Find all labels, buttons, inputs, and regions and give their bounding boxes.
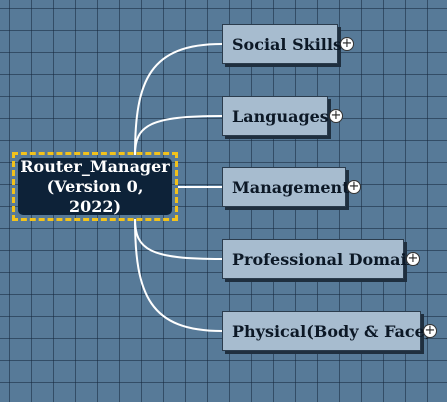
connector-physical	[134, 218, 223, 332]
connector-languages	[134, 115, 223, 156]
root-node-selection-frame[interactable]: Router_Manager (Version 0, 2022)	[12, 152, 178, 221]
topic-management[interactable]: Management	[222, 167, 350, 207]
expand-professional-domain-icon[interactable]: +	[406, 251, 420, 266]
expand-physical-body-face-icon[interactable]: +	[423, 323, 437, 338]
root-node-title: Router_Manager	[20, 156, 170, 176]
root-node-subtitle: (Version 0, 2022)	[46, 176, 144, 216]
topic-label: Languages	[232, 107, 329, 126]
connector-professional-domain	[134, 218, 223, 260]
topic-label: Social Skills	[232, 35, 342, 54]
expand-social-skills-icon[interactable]: +	[340, 36, 354, 51]
topic-physical-body-face[interactable]: Physical(Body & Face)	[222, 311, 432, 351]
topic-label: Management	[232, 178, 350, 197]
expand-management-icon[interactable]: +	[347, 179, 361, 194]
topic-professional-domain[interactable]: Professional Domain	[222, 239, 418, 279]
root-node[interactable]: Router_Manager (Version 0, 2022)	[18, 156, 172, 216]
topic-languages[interactable]: Languages	[222, 96, 329, 136]
topic-label: Professional Domain	[232, 250, 419, 269]
connector-social-skills	[134, 43, 223, 156]
topic-social-skills[interactable]: Social Skills	[222, 24, 342, 64]
topic-label: Physical(Body & Face)	[232, 322, 433, 341]
expand-languages-icon[interactable]: +	[329, 108, 343, 123]
